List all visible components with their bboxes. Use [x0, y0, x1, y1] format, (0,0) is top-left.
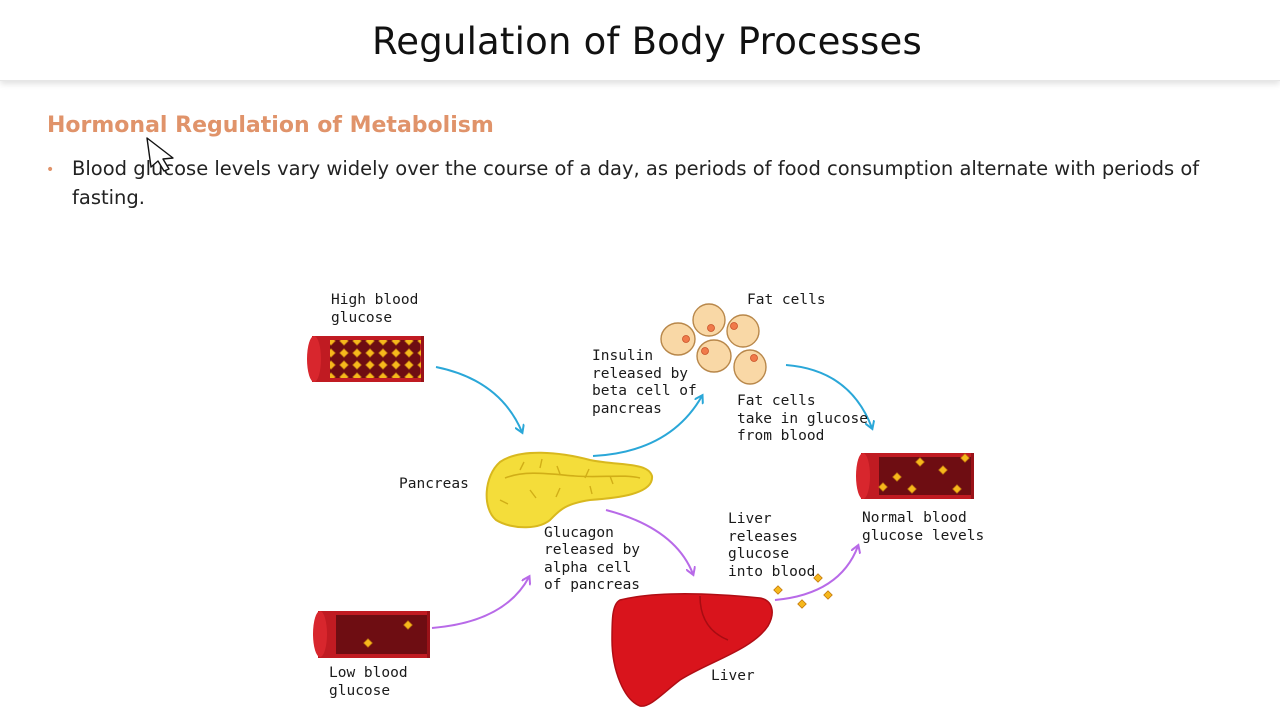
label-liver-releases-2: releases [728, 529, 798, 545]
bullet-text: Blood glucose levels vary widely over th… [72, 157, 1200, 209]
label-glucagon-4: of pancreas [544, 577, 640, 593]
bullet-marker: • [46, 162, 55, 178]
arrow-insulin [592, 396, 702, 457]
label-insulin-3: beta cell of [592, 383, 697, 399]
label-high-glucose-1: High blood [331, 292, 418, 308]
arrow-low-to-pancreas [431, 577, 529, 629]
released-glucose [773, 573, 833, 609]
label-glucagon-3: alpha cell [544, 560, 631, 576]
label-low-glucose-1: Low blood [329, 665, 408, 681]
arrow-high-to-pancreas [435, 366, 522, 432]
arrow-pancreas-to-liver [605, 509, 693, 574]
low-glucose-vessel [313, 611, 430, 658]
section-heading: Hormonal Regulation of Metabolism [47, 113, 494, 138]
arrow-fat-to-normal [785, 364, 872, 428]
high-glucose-vessel [307, 336, 424, 382]
label-liver-releases-4: into blood [728, 564, 815, 580]
label-insulin-4: pancreas [592, 401, 662, 417]
label-fat-take-3: from blood [737, 428, 824, 444]
label-glucagon-2: released by [544, 542, 640, 558]
pancreas-organ [485, 451, 654, 529]
label-pancreas: Pancreas [399, 476, 469, 492]
label-normal-2: glucose levels [862, 528, 984, 544]
pointer-cursor-icon [146, 137, 174, 172]
label-normal-1: Normal blood [862, 510, 967, 526]
arrow-liver-to-normal [774, 546, 858, 601]
label-liver: Liver [711, 668, 755, 684]
label-fat-take-2: take in glucose [737, 411, 868, 427]
label-fat-take-1: Fat cells [737, 393, 816, 409]
label-fat-cells: Fat cells [747, 292, 826, 308]
slide-header: Regulation of Body Processes [0, 0, 1280, 81]
label-insulin-2: released by [592, 366, 688, 382]
slide-title: Regulation of Body Processes [372, 20, 922, 63]
label-low-glucose-2: glucose [329, 683, 390, 699]
label-liver-releases-3: glucose [728, 546, 789, 562]
normal-glucose-vessel [856, 453, 974, 499]
label-insulin-1: Insulin [592, 348, 653, 364]
label-high-glucose-2: glucose [331, 310, 392, 326]
label-glucagon-1: Glucagon [544, 525, 614, 541]
fat-cells [660, 303, 767, 385]
liver-organ [611, 593, 773, 707]
label-liver-releases-1: Liver [728, 511, 772, 527]
